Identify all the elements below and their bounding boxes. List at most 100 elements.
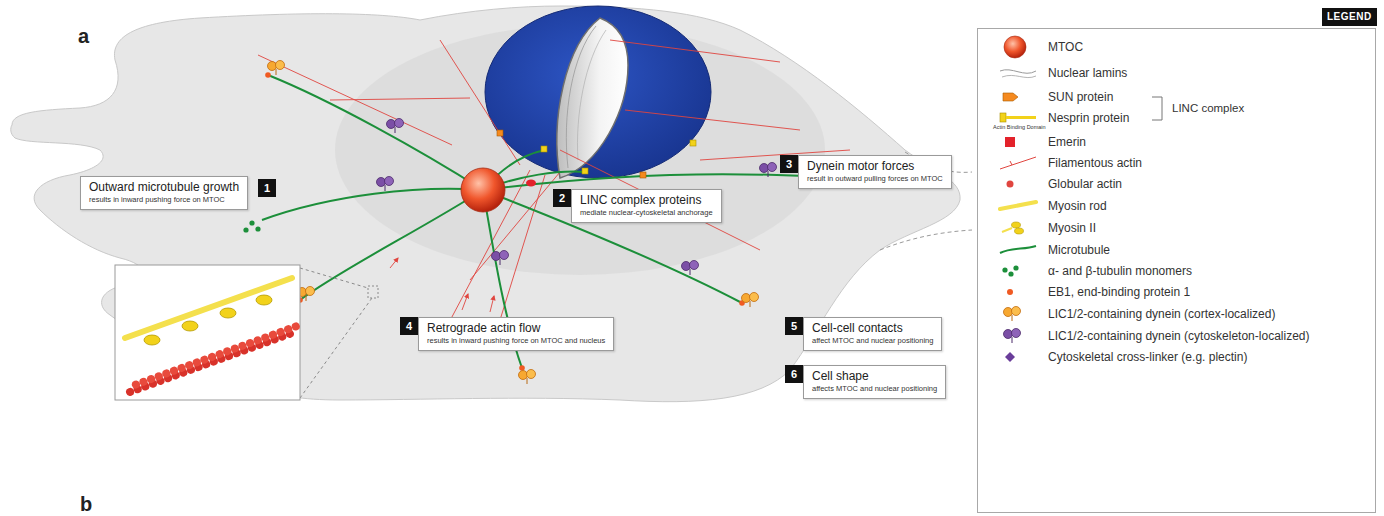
bracket-label: LINC complex [1172,101,1244,116]
legend-symbols [1007,181,1014,188]
callout-box: 3Dynein motor forcesresult in outward pu… [780,155,952,189]
legend-symbols [1007,289,1013,295]
linc-complex [497,130,696,178]
zoom-inset [132,326,297,386]
callout-heading: Outward microtubule growth [89,180,239,195]
nucleus [485,6,711,178]
microtubules [483,174,835,190]
legend-symbols [1000,246,1036,253]
actin-filaments [390,258,398,268]
legend-entry: Nesprin protein [1048,110,1129,126]
callout-note: mediate nuclear-cytoskeletal anchorage [580,208,713,218]
panel-letter: b [80,494,92,514]
linc-complex [497,130,503,136]
cell-body [11,6,960,402]
zoom-inset [300,298,372,398]
callout-frame: LINC complex proteinsmediate nuclear-cyt… [571,189,722,223]
nucleus [566,26,596,168]
callout-heading: Retrograde actin flow [427,321,605,336]
legend-symbols [1003,93,1018,101]
callout-heading: Cell shape [812,369,937,384]
mtoc [526,180,536,187]
zoom-inset [115,265,378,400]
callout-box: Outward microtubule growthresults in inw… [80,176,276,210]
actin-filaments [560,150,760,250]
legend-frame [978,29,1376,513]
callout-note: affect MTOC and nuclear positioning [812,336,933,346]
nucleus [485,6,711,178]
zoom-inset [144,335,160,345]
zoom-inset [220,308,236,318]
linc-complex [690,140,696,146]
legend-entry: Myosin II [1048,220,1096,236]
legend-entry: Filamentous actin [1048,155,1142,171]
actin-filaments [258,40,850,330]
legend-symbols [1004,307,1021,322]
panel-letter: a [78,26,89,46]
legend-symbols [1000,157,1036,169]
zoom-inset [300,268,368,288]
legend-title: LEGEND [1322,8,1377,26]
callout-note: result in outward pulling forces on MTOC [807,174,943,184]
dynein-motors [268,61,852,385]
tubulin-monomers [249,220,254,225]
callout-note: results in inward pushing force on MTOC … [427,336,605,346]
legend-entry: EB1, end-binding protein 1 [1048,284,1190,300]
legend-symbols [1004,329,1021,344]
dynein-motors [742,293,759,308]
callout-frame: Cell-cell contactsaffect MTOC and nuclea… [803,317,942,351]
callout-box: 4 Retrograde actin flowresults in inward … [400,317,614,351]
microtubules [483,190,742,303]
callout-number: 4 [400,317,418,335]
legend-entry: Nuclear lamins [1048,65,1127,81]
callout-note: results in inward pushing force on MTOC [89,195,239,205]
callout-number: 5 [785,317,803,335]
tubulin-monomers [255,226,260,231]
legend-symbols [1002,75,1036,77]
zoom-inset [130,332,295,392]
legend-entry: Globular actin [1048,176,1122,192]
legend-symbols [1015,228,1024,234]
eb1-caps [265,72,271,78]
dynein-motors [682,261,699,276]
actin-filaments [440,40,520,165]
linc-complex [541,146,547,152]
mtoc [461,168,536,212]
legend-entry: Myosin rod [1048,198,1107,214]
callout-number: 3 [780,155,798,173]
legend-symbols [1000,202,1036,209]
domain-label: Actin Binding Domain [993,124,1046,131]
dynein-motors [387,119,404,134]
linc-complex [582,168,588,174]
cell-body [11,6,972,402]
legend-entry: Emerin [1048,134,1086,150]
mtoc [461,168,505,212]
legend-swatch [1005,137,1015,147]
callout-number: 6 [785,365,803,383]
eb1-caps [265,72,838,371]
legend-entry: Microtubule [1048,242,1110,258]
legend-symbols [1013,265,1018,270]
legend-symbols [1005,352,1015,362]
zoom-inset [125,278,292,338]
actin-filaments [625,110,800,130]
tubulin-monomers [243,227,248,232]
legend-symbols [1000,36,1036,362]
callout-box: 2LINC complex proteinsmediate nuclear-cy… [553,189,722,223]
callout-box: 5Cell-cell contactsaffect MTOC and nucle… [785,317,942,351]
callout-number: 2 [553,189,571,207]
legend-symbols [1012,222,1021,228]
tubulin-monomers [243,220,260,232]
callout-heading: LINC complex proteins [580,193,713,208]
actin-filaments [610,40,780,62]
microtubules [262,75,835,368]
dynein-motors [268,61,285,76]
dynein-motors [377,177,394,192]
legend-symbols [1010,161,1012,165]
linc-complex [640,172,646,178]
microtubules [300,190,483,300]
legend-entry: α- and β-tubulin monomers [1048,263,1192,279]
nucleus [577,30,606,160]
eb1-caps [519,365,525,371]
